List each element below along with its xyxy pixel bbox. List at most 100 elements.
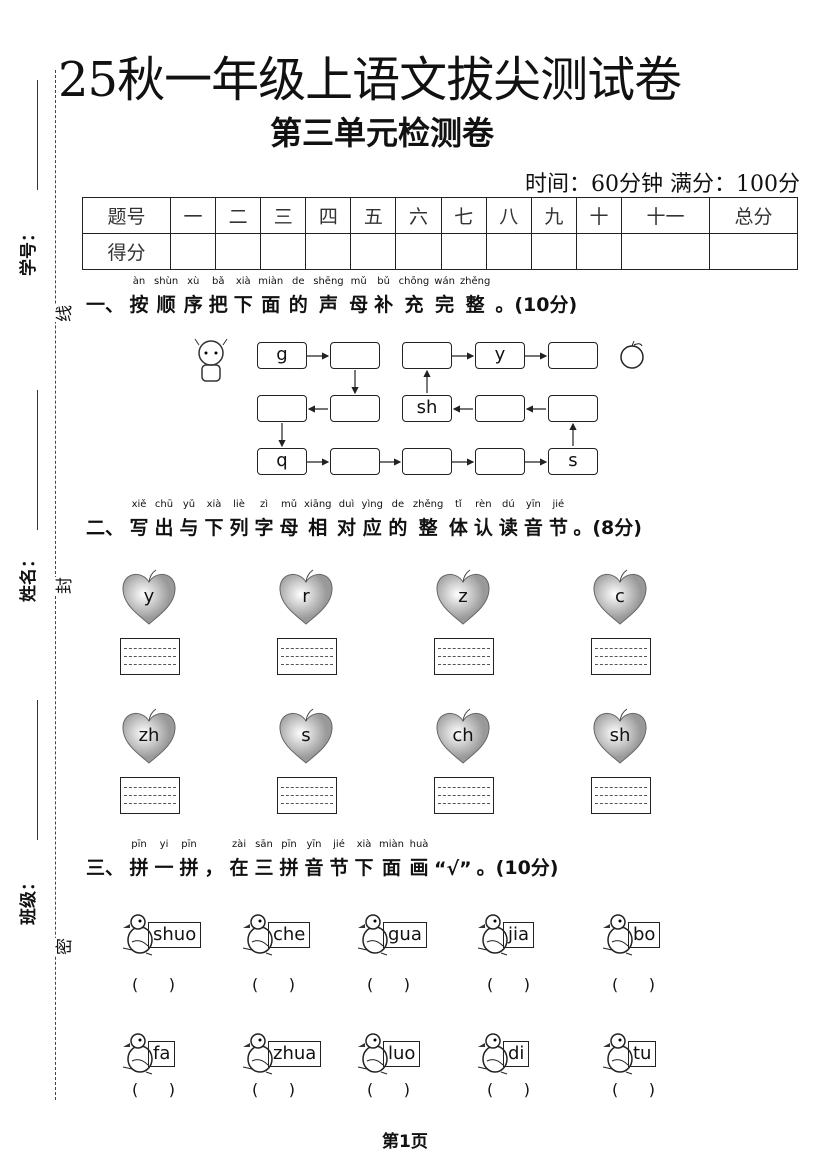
- score-cell[interactable]: [575, 233, 623, 270]
- score-cell[interactable]: [440, 233, 487, 270]
- name-label: 姓名：: [19, 551, 39, 602]
- ruby-char: “√”: [434, 844, 472, 880]
- pinyin: xiě: [131, 499, 147, 510]
- pinyin: duì: [338, 499, 355, 510]
- flow-box-blank[interactable]: [475, 448, 525, 475]
- score-row-label: 得分: [82, 233, 171, 270]
- hanzi: 下: [204, 517, 224, 539]
- flow-box-blank[interactable]: [548, 395, 598, 422]
- name-line: [37, 390, 38, 530]
- hanzi: 整: [418, 517, 438, 539]
- flow-box-g: g: [257, 342, 307, 369]
- pinyin: zhěng: [459, 276, 491, 287]
- answer-parentheses[interactable]: ( ): [367, 975, 410, 994]
- flow-box-blank[interactable]: [330, 395, 380, 422]
- writing-box[interactable]: [277, 638, 337, 675]
- flow-box-blank[interactable]: [257, 395, 307, 422]
- pinyin: liè: [233, 499, 245, 510]
- flow-box-blank[interactable]: [402, 342, 452, 369]
- score-cell[interactable]: [169, 233, 217, 270]
- answer-parentheses[interactable]: ( ): [252, 1080, 295, 1099]
- syllable-box: luo: [383, 1041, 421, 1067]
- writing-box[interactable]: [277, 777, 337, 814]
- pinyin: xià: [356, 839, 372, 850]
- answer-parentheses[interactable]: ( ): [132, 1080, 175, 1099]
- binding-secret-char: 密: [50, 938, 75, 955]
- leaf-letter: c: [615, 586, 625, 607]
- writing-box[interactable]: [591, 638, 651, 675]
- pinyin: chū: [154, 499, 174, 510]
- answer-parentheses[interactable]: ( ): [132, 975, 175, 994]
- writing-box[interactable]: [434, 777, 494, 814]
- pinyin: pīn: [181, 839, 197, 850]
- writing-box[interactable]: [120, 777, 180, 814]
- answer-parentheses[interactable]: ( ): [612, 1080, 655, 1099]
- pinyin: rèn: [475, 499, 492, 510]
- hanzi: 。(10分): [495, 294, 578, 316]
- pinyin: zài: [231, 839, 247, 850]
- leaf-letter: r: [302, 586, 310, 607]
- score-cell[interactable]: [708, 233, 799, 270]
- bird-icon: [475, 912, 515, 956]
- hanzi: 顺: [156, 294, 176, 316]
- hanzi: 整: [465, 294, 485, 316]
- hanzi: 拼: [179, 857, 199, 879]
- bird-icon: [120, 1031, 160, 1075]
- answer-parentheses[interactable]: ( ): [487, 975, 530, 994]
- hanzi: 体: [448, 517, 468, 539]
- hanzi: 与: [179, 517, 199, 539]
- pinyin: miàn: [258, 276, 284, 287]
- hanzi: 。(8分): [573, 517, 642, 539]
- score-table-header: 七: [440, 197, 487, 234]
- leaf-icon: zh: [120, 707, 178, 765]
- hanzi: 写: [129, 517, 149, 539]
- answer-parentheses[interactable]: ( ): [252, 975, 295, 994]
- answer-parentheses[interactable]: ( ): [487, 1080, 530, 1099]
- hanzi: 面: [261, 294, 281, 316]
- pinyin: xià: [206, 499, 222, 510]
- pinyin: xiāng: [304, 499, 332, 510]
- writing-box[interactable]: [120, 638, 180, 675]
- writing-box[interactable]: [591, 777, 651, 814]
- pinyin: dú: [502, 499, 515, 510]
- ruby-char: 。(8分): [573, 499, 642, 540]
- pinyin: jié: [333, 839, 345, 850]
- score-cell[interactable]: [215, 233, 262, 270]
- flow-box-blank[interactable]: [475, 395, 525, 422]
- syllable-box: di: [503, 1041, 530, 1067]
- flow-box-blank[interactable]: [330, 342, 380, 369]
- writing-box[interactable]: [434, 638, 494, 675]
- score-cell[interactable]: [485, 233, 532, 270]
- score-cell[interactable]: [395, 233, 442, 270]
- answer-parentheses[interactable]: ( ): [367, 1080, 410, 1099]
- flow-box-sh: sh: [402, 395, 452, 422]
- score-cell[interactable]: [305, 233, 352, 270]
- ruby-char: 二、: [86, 499, 124, 540]
- flow-box-blank[interactable]: [548, 342, 598, 369]
- flow-box-blank[interactable]: [330, 448, 380, 475]
- bird-icon: [600, 912, 640, 956]
- pinyin: tǐ: [455, 499, 462, 510]
- answer-parentheses[interactable]: ( ): [612, 975, 655, 994]
- hanzi: 充: [404, 294, 424, 316]
- flow-box-blank[interactable]: [402, 448, 452, 475]
- class-label: 班级：: [19, 874, 39, 925]
